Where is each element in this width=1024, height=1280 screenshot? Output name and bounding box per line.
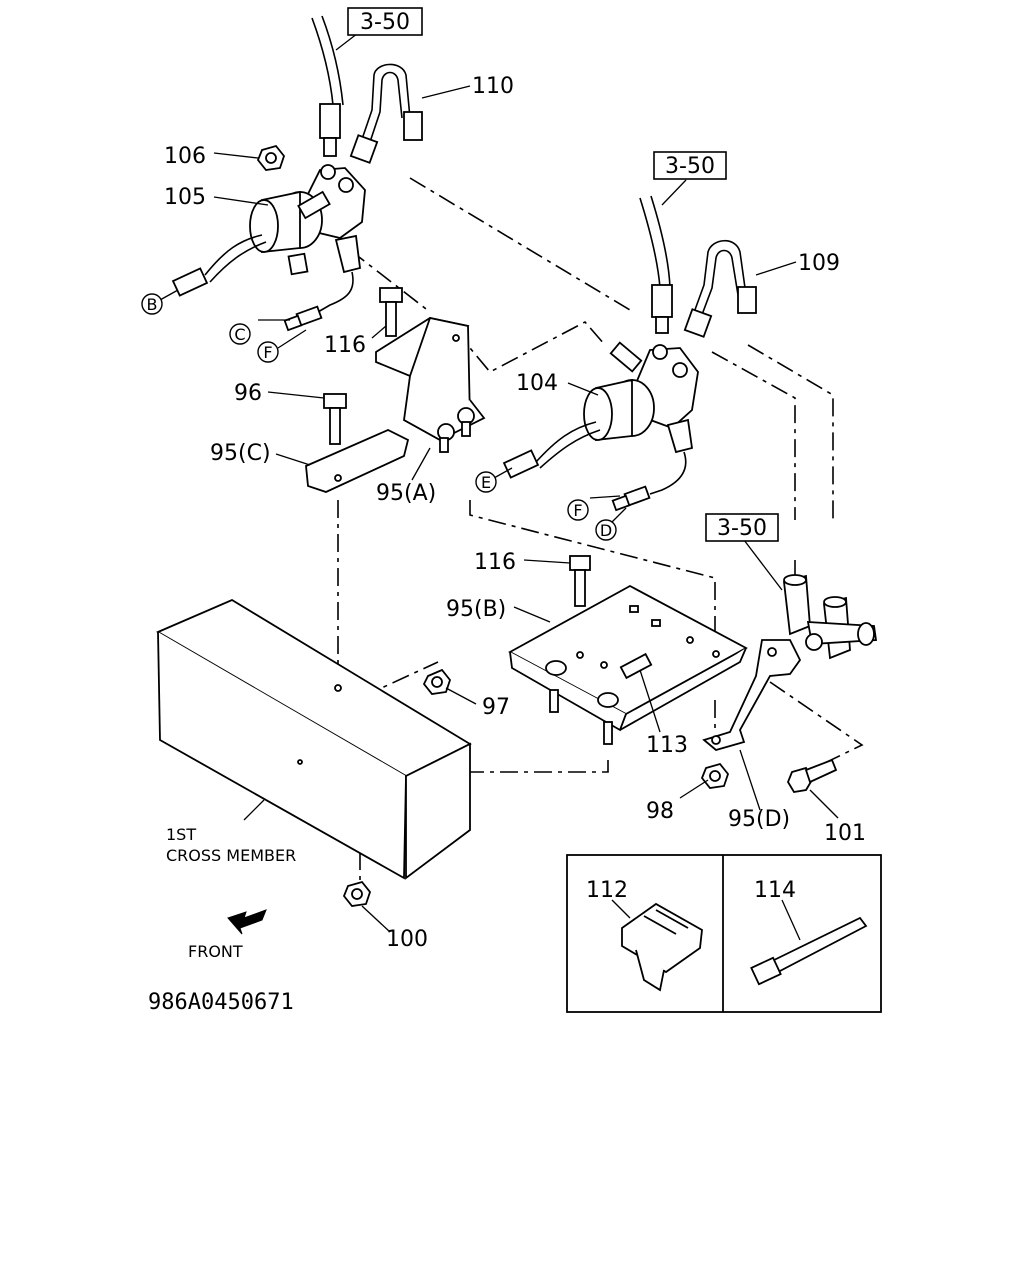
front-label: FRONT [188, 942, 243, 961]
cable-tie-114 [750, 899, 868, 986]
cross-member-label-line2: CROSS MEMBER [166, 846, 296, 865]
ref-label-3-50-c: 3-50 [717, 516, 767, 541]
part-label-116-b: 116 [474, 550, 516, 575]
ref-box-2: 3-50 [653, 151, 727, 180]
connector-e: E [481, 473, 491, 492]
part-label-116-a: 116 [324, 333, 366, 358]
part-label-96: 96 [234, 381, 262, 406]
leader-lines [159, 29, 839, 933]
part-label-112: 112 [586, 878, 628, 903]
part-label-110: 110 [472, 74, 514, 99]
plate-95b [508, 555, 748, 745]
connector-b: B [147, 295, 158, 314]
part-label-98: 98 [646, 799, 674, 824]
fasteners [342, 668, 838, 907]
detail-boxes [566, 854, 882, 1013]
part-label-95c: 95(C) [210, 441, 271, 466]
part-label-105: 105 [164, 185, 206, 210]
connector-f-1: F [263, 343, 272, 362]
part-label-101: 101 [824, 821, 866, 846]
part-labels: 110 106 105 109 116 104 96 95(C) 95(A) 1… [164, 74, 866, 952]
connector-f-2: F [573, 501, 582, 520]
part-label-109: 109 [798, 251, 840, 276]
ref-label-3-50-a: 3-50 [360, 10, 410, 35]
tee-fitting [783, 574, 878, 660]
cross-member-label-line1: 1ST [166, 825, 196, 844]
ref-box-3: 3-50 [705, 513, 779, 542]
part-label-95b: 95(B) [446, 597, 506, 622]
part-label-106: 106 [164, 144, 206, 169]
connector-d: D [600, 521, 612, 540]
part-label-104: 104 [516, 371, 558, 396]
part-label-100: 100 [386, 927, 428, 952]
ref-label-3-50-b: 3-50 [665, 154, 715, 179]
ref-box-1: 3-50 [347, 7, 423, 36]
connector-markers: B C F E F D [141, 293, 617, 541]
part-label-113: 113 [646, 733, 688, 758]
front-arrow-icon [227, 909, 267, 935]
drawing-code: 986A0450671 [148, 990, 294, 1015]
notes: 1ST CROSS MEMBER FRONT 986A0450671 [148, 825, 296, 1015]
solenoid-104 [502, 195, 757, 512]
bracket-95c [305, 393, 410, 493]
solenoid-105 [171, 15, 423, 332]
strap-95d [702, 639, 802, 751]
connector-c: C [234, 325, 245, 344]
part-label-97: 97 [482, 695, 510, 720]
bracket-95a [375, 287, 486, 453]
part-label-95a: 95(A) [376, 481, 436, 506]
clip-112 [611, 899, 703, 992]
cross-member [156, 598, 472, 880]
part-label-114: 114 [754, 878, 796, 903]
part-label-95d: 95(D) [728, 807, 790, 832]
